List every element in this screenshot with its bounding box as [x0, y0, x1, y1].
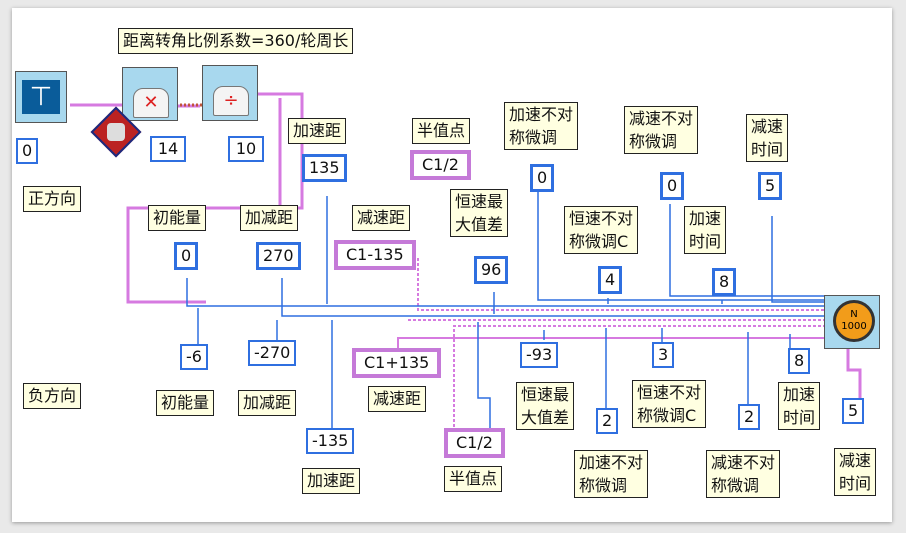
rev-half-const[interactable]: C1/2 — [444, 428, 505, 458]
fwd-half-label: 半值点 — [412, 118, 471, 144]
rev-const-asym-label: 恒速不对 称微调C — [632, 380, 707, 428]
rev-init-energy-label: 初能量 — [156, 390, 215, 416]
fwd-accel-time-const[interactable]: 8 — [712, 268, 737, 296]
rev-const-max-diff-label: 恒速最 大值差 — [516, 382, 575, 430]
rev-accel-asym-indicator: 2 — [596, 408, 619, 434]
rev-const-asym-indicator: 3 — [652, 342, 675, 368]
rev-accel-decel-indicator: -270 — [248, 340, 297, 366]
fwd-half-const[interactable]: C1/2 — [410, 150, 471, 180]
negative-direction-label: 负方向 — [23, 383, 82, 409]
pink-wire-out — [846, 348, 862, 398]
scale-icon: ✕ — [133, 88, 169, 118]
motor-node[interactable]: N 1000 — [824, 295, 880, 349]
rev-accel-time-label: 加速 时间 — [778, 382, 821, 430]
rev-decel-time-label: 减速 时间 — [834, 448, 877, 496]
fwd-accel-asym-label: 加速不对 称微调 — [504, 102, 579, 150]
rev-decel-asym-indicator: 2 — [738, 404, 761, 430]
fwd-accel-decel-const[interactable]: 270 — [256, 242, 301, 270]
rev-decel-time-indicator: 5 — [842, 398, 865, 424]
rev-decel-asym-label: 减速不对 称微调 — [706, 450, 781, 498]
fwd-accel-asym-const[interactable]: 0 — [530, 164, 555, 192]
fwd-init-energy-const[interactable]: 0 — [174, 242, 199, 270]
pink-rails — [408, 258, 824, 432]
rev-decel-dist-const[interactable]: C1+135 — [352, 348, 442, 378]
fwd-const-asym-label: 恒速不对 称微调C — [564, 206, 639, 254]
divide-node-b[interactable]: ÷ — [202, 65, 258, 121]
fwd-decel-time-const[interactable]: 5 — [758, 172, 783, 200]
rev-const-max-diff-indicator: -93 — [520, 342, 559, 368]
ratio-label: 距离转角比例系数=360/轮周长 — [118, 28, 354, 54]
rev-accel-dist-indicator: -135 — [306, 428, 355, 454]
fwd-accel-dist-label: 加速距 — [288, 118, 347, 144]
fwd-const-max-diff-const[interactable]: 96 — [474, 256, 509, 284]
rev-accel-dist-label: 加速距 — [302, 468, 361, 494]
input-indicator: 0 — [16, 138, 38, 164]
rev-accel-time-indicator: 8 — [788, 348, 811, 374]
rev-accel-asym-label: 加速不对 称微调 — [574, 450, 649, 498]
motor-dial-icon: N 1000 — [833, 300, 875, 342]
ratio-a-indicator: 14 — [150, 136, 186, 162]
fwd-const-asym-const[interactable]: 4 — [598, 266, 623, 294]
rev-init-energy-indicator: -6 — [180, 344, 208, 370]
constant-source-node[interactable]: ⊤ — [15, 71, 67, 123]
positive-direction-label: 正方向 — [23, 186, 82, 212]
fwd-accel-time-label: 加速 时间 — [684, 206, 727, 254]
fwd-decel-time-label: 减速 时间 — [746, 114, 789, 162]
divide-node-a[interactable]: ✕ — [122, 67, 178, 121]
blue-wires — [186, 188, 824, 428]
scale-icon: ÷ — [213, 86, 249, 116]
wires — [70, 92, 862, 432]
fwd-const-max-diff-label: 恒速最 大值差 — [450, 189, 509, 237]
fwd-decel-asym-const[interactable]: 0 — [660, 172, 685, 200]
rev-accel-decel-label: 加减距 — [238, 390, 297, 416]
fwd-init-energy-label: 初能量 — [148, 205, 207, 231]
fwd-decel-dist-const[interactable]: C1-135 — [334, 240, 416, 270]
fwd-decel-asym-label: 减速不对 称微调 — [624, 106, 699, 154]
fwd-accel-dist-const[interactable]: 135 — [302, 154, 347, 182]
rev-half-label: 半值点 — [444, 466, 503, 492]
block-diagram-canvas: ⊤ 0 ✕ 14 ÷ 10 N 1000 距离转角比例系数=360/轮周长 正方… — [12, 8, 892, 522]
rev-decel-dist-label: 减速距 — [368, 386, 427, 412]
terminal-icon: ⊤ — [22, 80, 60, 114]
fwd-accel-decel-label: 加减距 — [240, 205, 299, 231]
pink-wire-c1plus — [397, 337, 824, 348]
fwd-decel-dist-label: 减速距 — [352, 205, 411, 231]
ratio-b-indicator: 10 — [228, 136, 264, 162]
weight-icon — [107, 123, 125, 141]
